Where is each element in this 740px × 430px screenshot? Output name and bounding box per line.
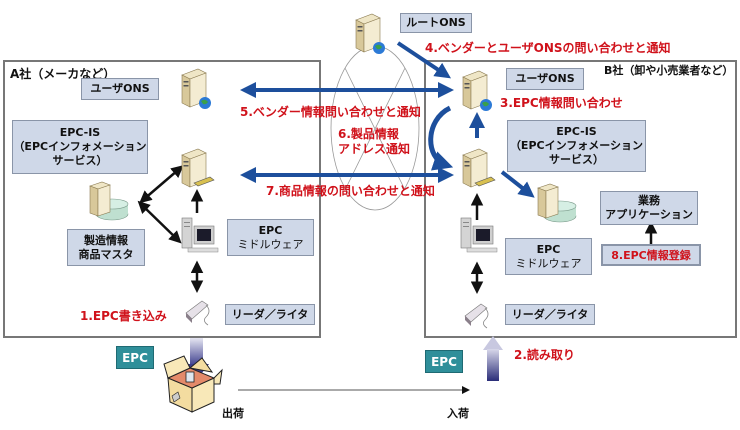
a-reader-label: リーダ／ライタ	[225, 304, 315, 325]
b-reader-writer-icon	[464, 303, 489, 329]
b-epcis-server-icon	[462, 148, 496, 188]
a-epcis-line3: サービス）	[52, 154, 108, 167]
step2-read: 2.読み取り	[514, 348, 575, 362]
a-epcis-line2: （EPCインフォメーション	[13, 140, 147, 153]
company-a-title: A社（メーカなど）	[10, 67, 116, 81]
company-a-frame	[3, 60, 321, 338]
a-epcis-server-icon	[181, 148, 215, 188]
step1-epc-write: 1.EPC書き込み	[80, 309, 167, 323]
root-ons-label: ルートONS	[400, 13, 472, 33]
a-user-ons-server-icon	[181, 68, 211, 109]
b-app-label: 業務 アプリケーション	[600, 191, 698, 225]
a-reader-writer-icon	[185, 300, 210, 326]
b-epcis-label: EPC-IS （EPCインフォメーション サービス）	[507, 120, 646, 172]
b-middleware-pc-icon	[460, 217, 498, 253]
a-middleware-pc-icon	[181, 217, 219, 253]
shipping-label: 出荷	[222, 407, 244, 420]
b-epcis-line1: EPC-IS	[556, 125, 597, 138]
receiving-label: 入荷	[447, 407, 469, 420]
a-epcis-line1: EPC-IS	[59, 126, 101, 139]
step6-line2: アドレス通知	[338, 142, 411, 156]
b-user-ons-label: ユーザONS	[506, 68, 584, 90]
b-middleware-line2: ミドルウェア	[515, 256, 582, 270]
a-user-ons-label: ユーザONS	[81, 78, 159, 100]
b-middleware-line1: EPC	[536, 242, 561, 256]
a-master-line1: 製造情報	[84, 233, 128, 247]
b-reader-label: リーダ／ライタ	[505, 304, 595, 325]
a-master-label: 製造情報 商品マスタ	[67, 229, 145, 266]
step7-product-query: 7.商品情報の問い合わせと通知	[266, 184, 435, 198]
step6-line1: 6.製品情報	[338, 127, 399, 141]
a-epc-tag: EPC	[116, 346, 154, 369]
a-middleware-line1: EPC	[258, 223, 283, 237]
step5-vendor-query: 5.ベンダー情報問い合わせと通知	[240, 105, 421, 119]
a-database-icon	[89, 181, 129, 221]
b-app-line2: アプリケーション	[605, 208, 693, 221]
a-epcis-label: EPC-IS （EPCインフォメーション サービス）	[12, 120, 148, 174]
b-database-icon	[537, 183, 577, 223]
company-b-title: B社（卸や小売業者など）	[604, 64, 734, 77]
b-user-ons-server-icon	[462, 70, 492, 111]
a-master-line2: 商品マスタ	[78, 247, 134, 261]
b-epcis-line2: （EPCインフォメーション	[509, 139, 644, 152]
b-middleware-label: EPC ミドルウェア	[505, 238, 592, 275]
read-arrow	[483, 336, 503, 381]
a-middleware-label: EPC ミドルウェア	[227, 219, 314, 256]
a-middleware-line2: ミドルウェア	[237, 237, 304, 251]
root-ons-server-icon	[355, 13, 385, 54]
step4-vendor-user-ons: 4.ベンダーとユーザONSの問い合わせと通知	[425, 41, 671, 55]
b-app-line1: 業務	[638, 194, 660, 207]
shipping-box-icon	[163, 355, 223, 413]
step8-epc-registration: 8.EPC情報登録	[601, 244, 701, 266]
step3-epc-query: 3.EPC情報問い合わせ	[500, 96, 623, 110]
b-epc-tag: EPC	[425, 350, 463, 373]
b-epcis-line3: サービス）	[549, 153, 604, 166]
